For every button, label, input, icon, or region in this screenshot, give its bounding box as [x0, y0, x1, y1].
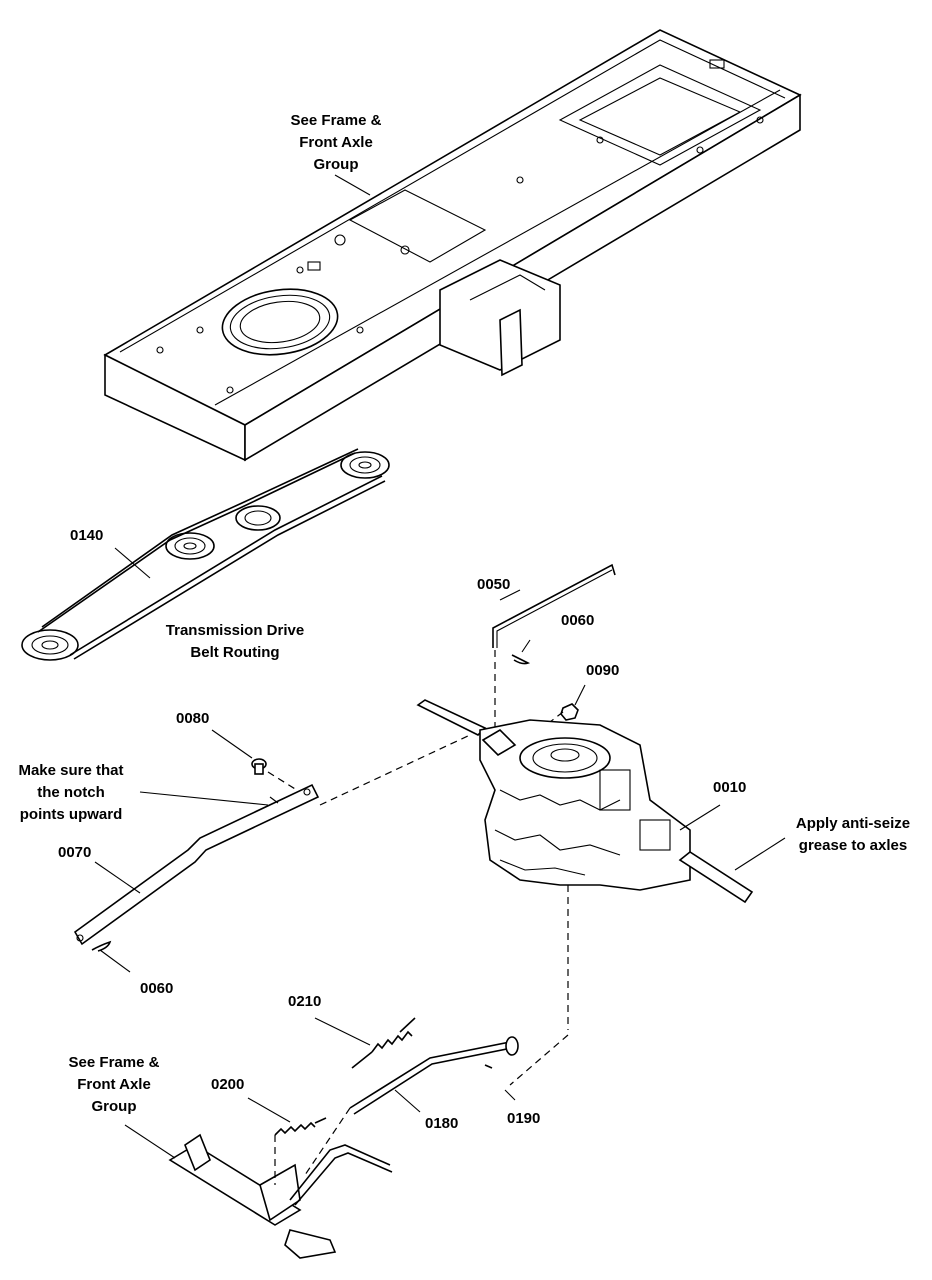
- shift-rod-0050: [492, 563, 616, 730]
- callout-0060-lower: 0060: [140, 980, 174, 997]
- callout-0010: 0010: [713, 779, 747, 796]
- spring-0200: [247, 1097, 327, 1136]
- clip-0190: [484, 1034, 569, 1101]
- callout-0210: 0210: [288, 993, 322, 1010]
- frame-assembly: [103, 29, 802, 462]
- transmission-drive-belt: [21, 448, 390, 661]
- transmission-0010: [416, 699, 754, 1030]
- spring-0210: [314, 1017, 416, 1069]
- callout-0180: 0180: [425, 1115, 459, 1132]
- bolt-0080: [211, 729, 301, 793]
- callout-0060-upper: 0060: [561, 612, 595, 629]
- callout-0200: 0200: [211, 1076, 245, 1093]
- note-notch-upward: Make sure that the notch points upward: [18, 762, 124, 823]
- callout-0070: 0070: [58, 844, 92, 861]
- hairpin-clip-0060-lower: [91, 940, 112, 952]
- callout-0190: 0190: [507, 1110, 541, 1127]
- callout-0080: 0080: [176, 710, 210, 727]
- leader-lines: [94, 174, 786, 973]
- note-see-frame-bottom: See Frame & Front Axle Group: [68, 1054, 160, 1115]
- callout-0050: 0050: [477, 576, 511, 593]
- note-belt-routing: Transmission Drive Belt Routing: [165, 622, 305, 661]
- note-anti-seize: Apply anti-seize grease to axles: [795, 815, 911, 854]
- hairpin-clip-0060-upper: [511, 639, 531, 665]
- link-rod-0070: [73, 734, 471, 946]
- note-see-frame-top: See Frame & Front Axle Group: [290, 112, 382, 173]
- pedal-linkage: [124, 1107, 393, 1259]
- control-rod-0180: [349, 1036, 519, 1115]
- callout-0140: 0140: [70, 527, 104, 544]
- callout-0090: 0090: [586, 662, 620, 679]
